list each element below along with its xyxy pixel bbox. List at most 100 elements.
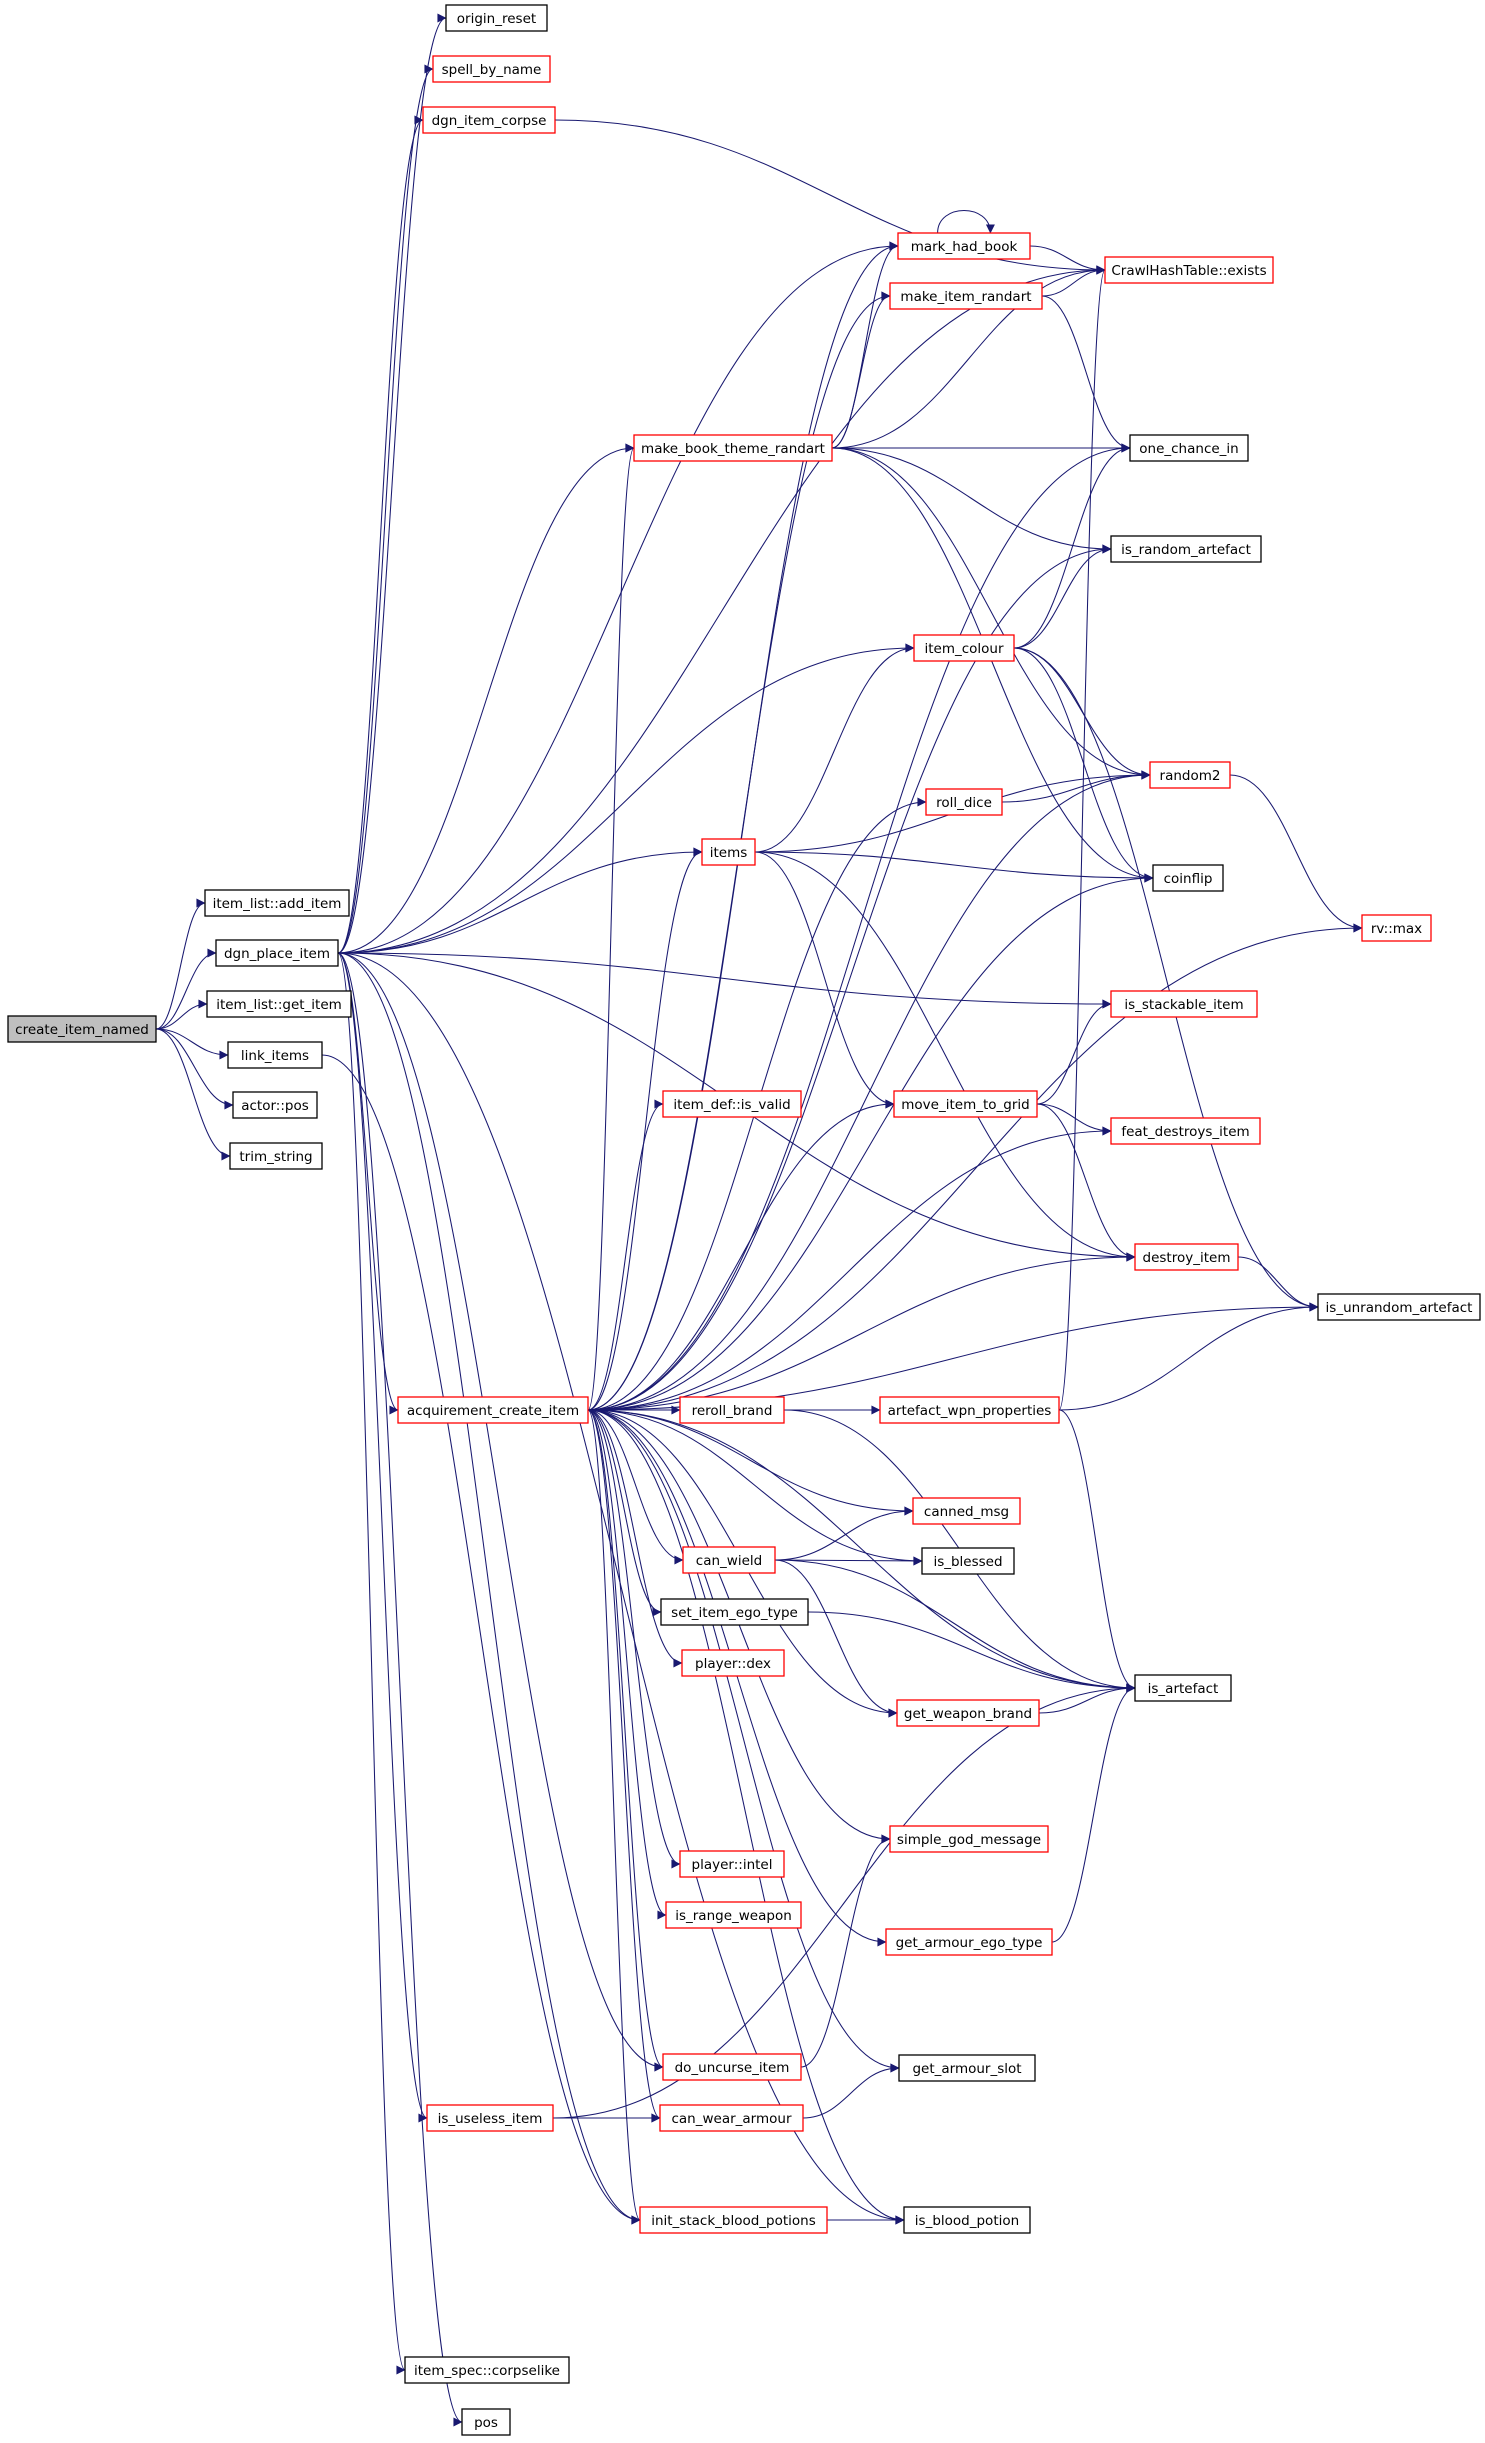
node-label: canned_msg <box>924 1504 1009 1520</box>
node-is-blood-potion[interactable]: is_blood_potion <box>903 2206 1031 2234</box>
edge-make_book_theme_randart-to-make_item_randart <box>831 291 891 449</box>
node-label: roll_dice <box>936 795 992 811</box>
node-label: can_wear_armour <box>671 2111 791 2127</box>
node-label: item_spec::corpselike <box>414 2363 560 2379</box>
node-label: is_unrandom_artefact <box>1326 1300 1473 1316</box>
node-is-artefact[interactable]: is_artefact <box>1134 1674 1232 1702</box>
edge-dgn_place_item-to-dgn_item_corpse <box>337 115 424 954</box>
node-get-armour-slot[interactable]: get_armour_slot <box>898 2054 1036 2082</box>
node-label: is_blessed <box>933 1554 1002 1570</box>
node-is-stackable-item[interactable]: is_stackable_item <box>1110 990 1258 1018</box>
edge-dgn_place_item-to-pos <box>337 952 463 2427</box>
node-box <box>1104 256 1274 284</box>
node-can-wield[interactable]: can_wield <box>682 1546 776 1574</box>
node-label: acquirement_create_item <box>407 1403 579 1419</box>
node-label: is_range_weapon <box>675 1908 792 1924</box>
edge-acquirement_create_item-to-is_range_weapon <box>587 1409 667 1920</box>
node-box <box>204 889 350 917</box>
node-trim-string[interactable]: trim_string <box>229 1142 323 1170</box>
node-roll-dice[interactable]: roll_dice <box>925 788 1003 816</box>
node-do-uncurse-item[interactable]: do_uncurse_item <box>662 2053 802 2081</box>
node-is-unrandom-artefact[interactable]: is_unrandom_artefact <box>1317 1293 1481 1321</box>
node-create-item-named[interactable]: create_item_named <box>7 1015 157 1043</box>
node-label: is_random_artefact <box>1121 542 1251 558</box>
node-init-stack-blood-potions[interactable]: init_stack_blood_potions <box>639 2206 828 2234</box>
node-simple-god-message[interactable]: simple_god_message <box>889 1825 1049 1853</box>
node-artefact-wpn-properties[interactable]: artefact_wpn_properties <box>879 1396 1060 1424</box>
node-reroll-brand[interactable]: reroll_brand <box>679 1396 785 1424</box>
node-link-items[interactable]: link_items <box>227 1041 323 1069</box>
node-box <box>679 1850 785 1878</box>
node-label: items <box>710 845 748 861</box>
node-one-chance-in[interactable]: one_chance_in <box>1129 434 1249 462</box>
node-is-range-weapon[interactable]: is_range_weapon <box>665 1901 802 1929</box>
node-item-def-is-valid[interactable]: item_def::is_valid <box>662 1090 802 1118</box>
node-item-spec-corpselike[interactable]: item_spec::corpselike <box>404 2356 570 2384</box>
node-label: item_list::add_item <box>213 896 342 912</box>
node-set-item-ego-type[interactable]: set_item_ego_type <box>660 1598 809 1626</box>
node-box <box>679 1396 785 1424</box>
edge-make_book_theme_randart-to-random2 <box>831 447 1151 780</box>
edge-dgn_place_item-to-origin_reset <box>337 13 447 954</box>
node-spell-by-name[interactable]: spell_by_name <box>432 55 551 83</box>
node-items[interactable]: items <box>701 838 756 866</box>
node-item-list-add-item[interactable]: item_list::add_item <box>204 889 350 917</box>
edge-random2-to-rv_max <box>1229 774 1363 933</box>
edge-dgn_place_item-to-items <box>337 847 703 954</box>
node-label: coinflip <box>1164 871 1213 887</box>
edge-item_colour-to-one_chance_in <box>1013 443 1131 649</box>
node-make-item-randart[interactable]: make_item_randart <box>889 282 1043 310</box>
node-feat-destroys-item[interactable]: feat_destroys_item <box>1110 1117 1261 1145</box>
edge-acquirement_create_item-to-is_artefact <box>587 1409 1136 1693</box>
edge-item_colour-to-is_random_artefact <box>1013 544 1112 649</box>
edge-acquirement_create_item-to-one_chance_in <box>587 443 1131 1411</box>
edge-acquirement_create_item-to-player_intel <box>587 1409 681 1869</box>
node-dgn-item-corpse[interactable]: dgn_item_corpse <box>422 106 556 134</box>
node-coinflip[interactable]: coinflip <box>1152 864 1224 892</box>
node-actor-pos[interactable]: actor::pos <box>232 1091 318 1119</box>
edge-dgn_place_item-to-acquirement_create_item <box>337 952 399 1415</box>
node-label: make_item_randart <box>900 289 1031 305</box>
node-can-wear-armour[interactable]: can_wear_armour <box>659 2104 804 2132</box>
node-box <box>896 1699 1040 1727</box>
node-box <box>701 838 756 866</box>
node-get-armour-ego-type[interactable]: get_armour_ego_type <box>885 1928 1053 1956</box>
node-move-item-to-grid[interactable]: move_item_to_grid <box>893 1090 1038 1118</box>
node-is-useless-item[interactable]: is_useless_item <box>426 2104 554 2132</box>
node-box <box>662 2053 802 2081</box>
node-player-dex[interactable]: player::dex <box>681 1649 785 1677</box>
node-label: set_item_ego_type <box>671 1605 798 1621</box>
node-dgn-place-item[interactable]: dgn_place_item <box>215 939 339 967</box>
node-label: is_useless_item <box>438 2111 543 2127</box>
node-random2[interactable]: random2 <box>1149 761 1231 789</box>
node-pos[interactable]: pos <box>461 2408 511 2436</box>
node-box <box>893 1090 1038 1118</box>
edge-acquirement_create_item-to-feat_destroys_item <box>587 1126 1112 1411</box>
edge-dgn_place_item-to-do_uncurse_item <box>337 952 664 2072</box>
node-box <box>665 1901 802 1929</box>
node-label: CrawlHashTable::exists <box>1111 263 1266 279</box>
node-make-book-theme-randart[interactable]: make_book_theme_randart <box>633 434 833 462</box>
edge-acquirement_create_item-to-items <box>587 847 703 1411</box>
node-destroy-item[interactable]: destroy_item <box>1134 1243 1239 1271</box>
edge-acquirement_create_item-to-is_blessed <box>587 1409 923 1566</box>
node-is-blessed[interactable]: is_blessed <box>921 1547 1015 1575</box>
node-item-colour[interactable]: item_colour <box>913 634 1015 662</box>
edge-make_book_theme_randart-to-crawl_exists <box>831 265 1106 449</box>
edge-acquirement_create_item-to-can_wield <box>587 1409 684 1565</box>
node-box <box>227 1041 323 1069</box>
node-player-intel[interactable]: player::intel <box>679 1850 785 1878</box>
node-is-random-artefact[interactable]: is_random_artefact <box>1110 535 1262 563</box>
edge-create_item_named-to-link_items <box>155 1028 229 1060</box>
node-acquirement-create-item[interactable]: acquirement_create_item <box>397 1396 589 1424</box>
node-canned-msg[interactable]: canned_msg <box>912 1497 1021 1525</box>
node-rv-max[interactable]: rv::max <box>1361 914 1432 942</box>
node-mark-had-book[interactable]: mark_had_book <box>897 232 1031 260</box>
node-get-weapon-brand[interactable]: get_weapon_brand <box>896 1699 1040 1727</box>
node-crawl-exists[interactable]: CrawlHashTable::exists <box>1104 256 1274 284</box>
edge-move_item_to_grid-to-feat_destroys_item <box>1036 1103 1112 1136</box>
node-item-list-get-item[interactable]: item_list::get_item <box>206 990 352 1018</box>
edge-acquirement_create_item-to-is_unrandom_artefact <box>587 1302 1319 1411</box>
edge-acquirement_create_item-to-random2 <box>587 770 1151 1411</box>
node-origin-reset[interactable]: origin_reset <box>445 4 548 32</box>
